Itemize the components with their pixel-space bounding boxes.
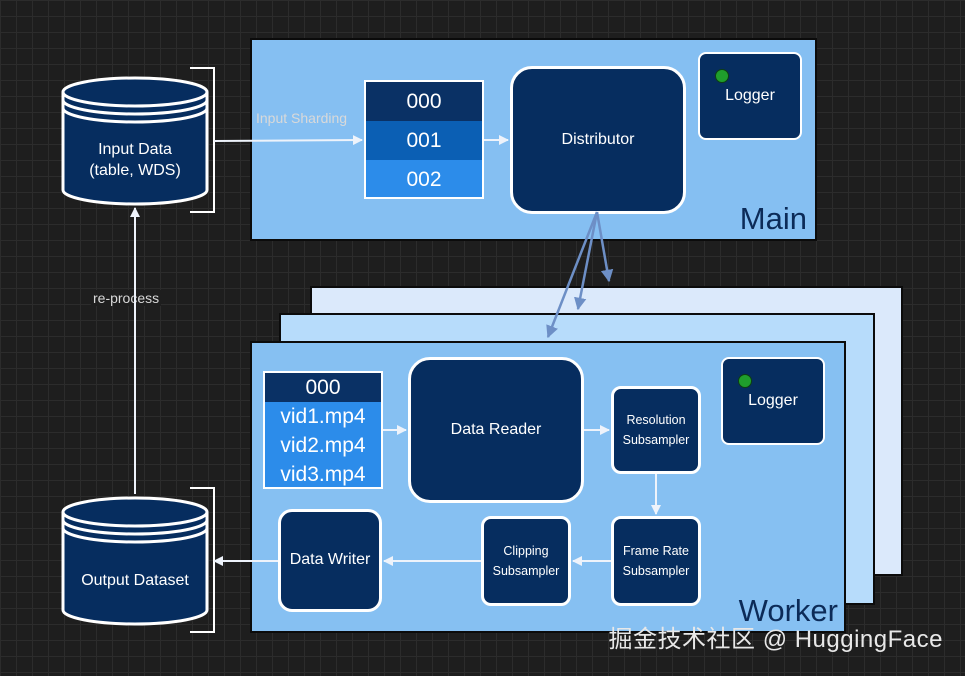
clipping-subsampler-line2: Subsampler <box>492 564 560 578</box>
input-sharding-arrow <box>213 135 363 146</box>
resolution-subsampler-node: Resolution Subsampler <box>611 386 701 474</box>
input-sharding-label: Input Sharding <box>256 110 348 126</box>
frame-rate-subsampler-node: Frame Rate Subsampler <box>611 516 701 606</box>
watermark-text: 掘金技术社区 @ HuggingFace <box>608 626 943 653</box>
shard-000: 000 <box>366 82 482 121</box>
clipping-subsampler-line1: Clipping <box>503 544 549 558</box>
distributor-label: Distributor <box>561 130 635 148</box>
input-data-label: Input Data (table, WDS) <box>63 140 207 182</box>
input-data-title: Input Data <box>98 141 172 158</box>
main-logger: Logger <box>698 52 802 140</box>
resolution-subsampler-line1: Resolution <box>626 413 686 427</box>
input-data-cylinder <box>61 76 209 206</box>
clipping-subsampler-node: Clipping Subsampler <box>481 516 571 606</box>
data-reader-label: Data Reader <box>450 420 542 438</box>
worker-title: Worker <box>738 593 838 628</box>
data-writer-label: Data Writer <box>289 551 371 569</box>
data-reader-node: Data Reader <box>408 357 584 503</box>
shard-list: 000 001 002 <box>364 80 484 199</box>
worker-logger-status-led-icon <box>738 374 752 388</box>
data-writer-node: Data Writer <box>278 509 382 612</box>
reprocess-label: re-process <box>91 290 162 306</box>
worker-file-item: vid1.mp4 <box>280 404 366 428</box>
distributor-to-worker3-arrow <box>595 211 614 283</box>
main-title: Main <box>739 201 807 236</box>
worker-shard-header: 000 <box>265 373 381 402</box>
worker-logger: Logger <box>721 357 825 445</box>
frame-rate-subsampler-line2: Subsampler <box>622 564 690 578</box>
resolution-subsampler-line2: Subsampler <box>622 433 690 447</box>
output-dataset-cylinder <box>61 496 209 626</box>
shard-001: 001 <box>366 121 482 160</box>
main-logger-label: Logger <box>725 87 775 104</box>
distributor-to-worker2-arrow <box>574 211 599 311</box>
worker-file-item: vid2.mp4 <box>280 433 366 457</box>
main-logger-status-led-icon <box>715 69 729 83</box>
distributor-to-worker1-arrow <box>546 211 599 339</box>
output-dataset-label: Output Dataset <box>81 572 189 589</box>
worker-logger-label: Logger <box>748 392 798 409</box>
worker-file-item: vid3.mp4 <box>280 462 366 486</box>
shard-002: 002 <box>366 160 482 197</box>
worker-file-list: 000 vid1.mp4 vid2.mp4 vid3.mp4 <box>263 371 383 489</box>
input-data-subtitle: (table, WDS) <box>89 161 181 179</box>
frame-rate-subsampler-line1: Frame Rate <box>622 544 689 558</box>
